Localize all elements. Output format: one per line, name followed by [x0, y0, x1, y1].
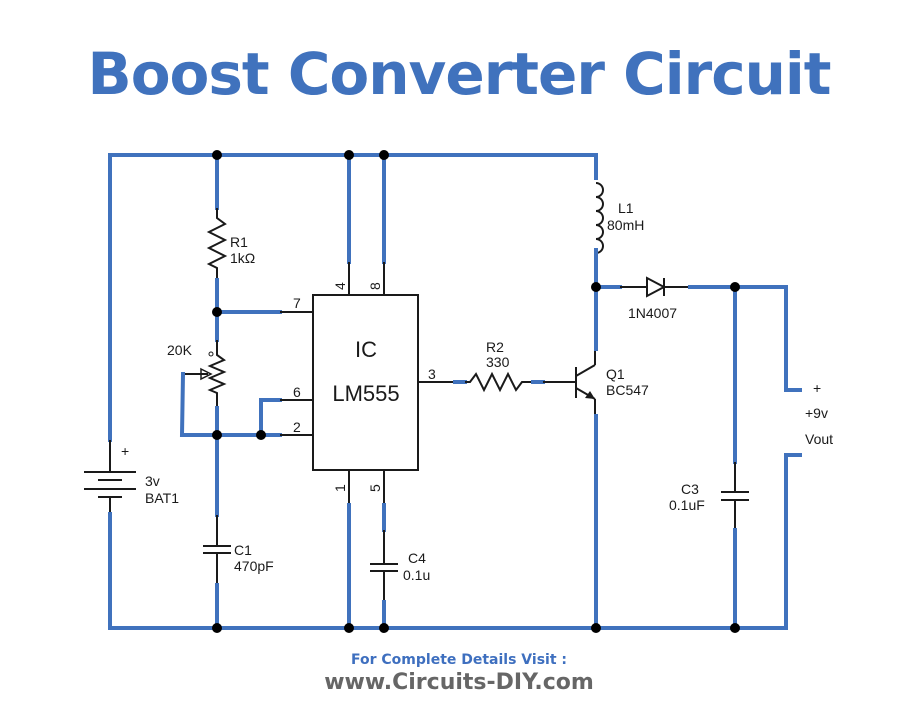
wire-top-rail: [108, 153, 598, 180]
ic-label: IC: [355, 337, 377, 362]
junction-dot: [730, 623, 740, 633]
wire-bottom-rail: [108, 453, 802, 630]
junction-dot: [212, 150, 222, 160]
pin5-label: 5: [367, 484, 383, 492]
c4-value: 0.1u: [403, 567, 430, 583]
pin8-label: 8: [367, 282, 383, 290]
diode-d1: [646, 276, 667, 298]
battery-ref: BAT1: [145, 490, 179, 506]
battery-symbol: [84, 471, 136, 498]
pin7-label: 7: [293, 295, 301, 311]
q1-value: BC547: [606, 382, 649, 398]
battery-value: 3v: [145, 473, 160, 489]
r2-value: 330: [486, 354, 510, 370]
junction-dot: [591, 282, 601, 292]
wire-output-top: [688, 285, 802, 392]
junction-dot: [212, 307, 222, 317]
c1-ref: C1: [234, 542, 252, 558]
resistor-r1: [206, 208, 228, 280]
output-label: Vout: [805, 431, 833, 447]
junction-dot: [344, 623, 354, 633]
l1-value: 80mH: [607, 217, 644, 233]
pin3-label: 3: [428, 366, 436, 382]
potentiometer-20k: [207, 340, 227, 408]
junction-dot: [379, 150, 389, 160]
output-voltage: +9v: [805, 405, 828, 421]
output-polarity: +: [813, 380, 821, 396]
d1-value: 1N4007: [628, 305, 677, 321]
page-title: Boost Converter Circuit: [87, 40, 832, 108]
r2-ref: R2: [486, 339, 504, 355]
junction-dot: [212, 623, 222, 633]
resistor-r2: [465, 371, 533, 393]
junction-dot: [730, 282, 740, 292]
junction-dot: [591, 623, 601, 633]
pin4-label: 4: [332, 282, 348, 290]
pin1-label: 1: [332, 484, 348, 492]
pot-value: 20K: [167, 342, 193, 358]
c1-value: 470pF: [234, 558, 274, 574]
footer-website-link[interactable]: www.Circuits-DIY.com: [324, 670, 594, 695]
junction-dot: [256, 430, 266, 440]
junction-dots: [212, 150, 740, 633]
pot-marker: [208, 351, 214, 357]
wire-pin6: [259, 398, 282, 437]
c3-value: 0.1uF: [669, 497, 705, 513]
footer-visit-text: For Complete Details Visit :: [351, 652, 567, 668]
ic-part: LM555: [332, 381, 399, 406]
c4-ref: C4: [408, 550, 426, 566]
c3-ref: C3: [681, 481, 699, 497]
transistor-q1: [575, 349, 596, 416]
r1-value: 1kΩ: [230, 250, 255, 266]
q1-ref: Q1: [606, 366, 625, 382]
junction-dot: [344, 150, 354, 160]
inductor-l1: [595, 182, 604, 254]
pin6-label: 6: [293, 384, 301, 400]
battery-polarity: +: [121, 443, 129, 459]
r1-ref: R1: [230, 234, 248, 250]
junction-dot: [379, 623, 389, 633]
wire-pot-wiper: [179, 371, 219, 437]
junction-dot: [212, 430, 222, 440]
pot-wiper-arrow: [200, 367, 213, 381]
l1-ref: L1: [618, 200, 634, 216]
pin2-label: 2: [293, 419, 301, 435]
